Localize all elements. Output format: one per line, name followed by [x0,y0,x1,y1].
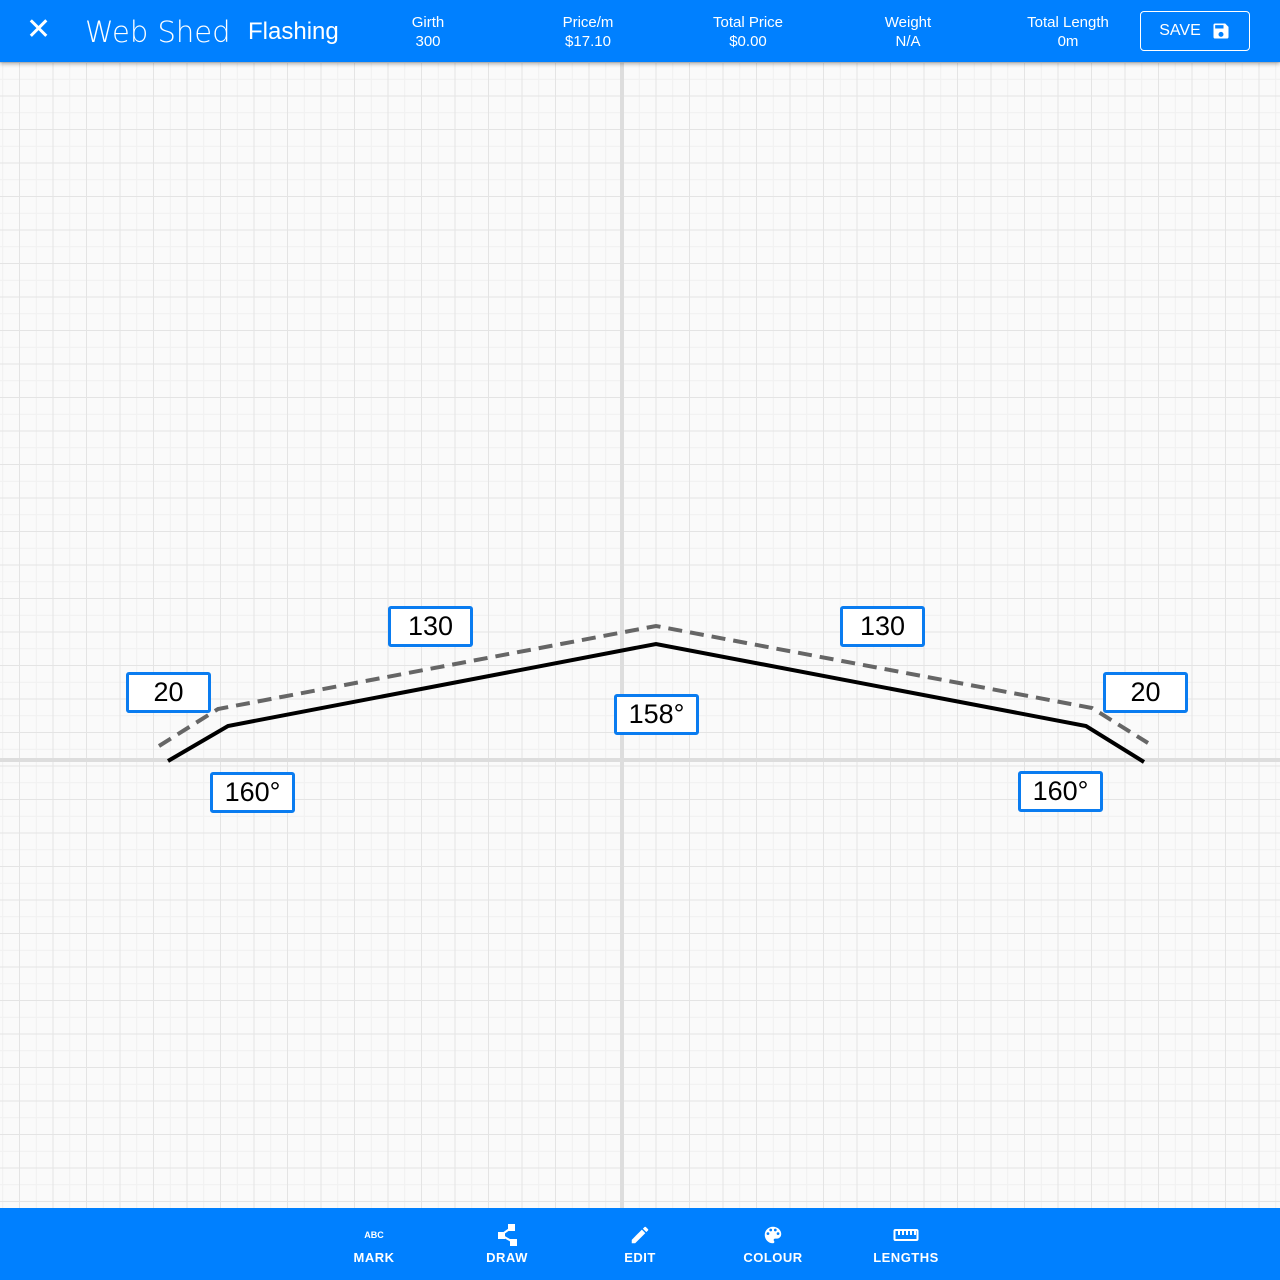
stat-girth: Girth 300 [358,13,498,51]
save-label: SAVE [1159,22,1201,39]
ruler-icon [893,1222,919,1248]
abc-icon: ABC [364,1230,384,1240]
drawing-canvas[interactable] [0,62,1280,1208]
flashing-profile-line [166,641,1146,764]
stat-value: $0.00 [729,33,767,50]
stat-label: Girth [411,14,445,31]
tool-label: MARK [353,1250,395,1265]
angle-label[interactable]: 160° [1018,771,1103,812]
stat-value: N/A [895,33,921,50]
stat-price-per-m: Price/m $17.10 [518,13,658,51]
stat-label: Price/m [562,14,614,31]
brand-name: Web Shed [85,15,231,49]
tool-label: DRAW [486,1250,528,1265]
tool-label: LENGTHS [873,1250,939,1265]
tool-label: EDIT [624,1250,656,1265]
stat-label: Weight [884,14,932,31]
top-bar: ✕ Web Shed Flashing Girth 300 Price/m $17.… [0,0,1280,62]
draw-button[interactable]: DRAW [441,1208,574,1280]
length-label[interactable]: 20 [1103,672,1188,713]
floppy-disk-icon [1213,23,1229,39]
stat-value: 300 [415,33,441,50]
palette-icon [762,1222,784,1248]
stat-total-length: Total Length 0m [998,13,1138,51]
angle-label[interactable]: 158° [614,694,699,735]
stat-value: $17.10 [565,33,611,50]
mark-button[interactable]: ABC MARK [308,1208,441,1280]
colour-button[interactable]: COLOUR [707,1208,840,1280]
stat-value: 0m [1057,33,1079,50]
stat-label: Total Price [712,14,784,31]
draw-nodes-icon [496,1222,518,1248]
bottom-toolbar: ABC MARK DRAW EDIT COLOUR LENGTHS [0,1208,1280,1280]
y-axis [620,62,624,1208]
length-label[interactable]: 130 [840,606,925,647]
length-label[interactable]: 20 [126,672,211,713]
stat-total-price: Total Price $0.00 [678,13,818,51]
tool-label: COLOUR [743,1250,803,1265]
angle-label[interactable]: 160° [210,772,295,813]
lengths-button[interactable]: LENGTHS [840,1208,973,1280]
pencil-icon [629,1222,651,1248]
page-title: Flashing [248,18,339,45]
edit-button[interactable]: EDIT [574,1208,707,1280]
stat-label: Total Length [1027,14,1109,31]
length-label[interactable]: 130 [388,606,473,647]
x-axis [0,758,1280,762]
save-button[interactable]: SAVE [1140,11,1250,51]
close-icon[interactable]: ✕ [26,13,52,46]
flashing-outline-dashed [157,623,1150,748]
